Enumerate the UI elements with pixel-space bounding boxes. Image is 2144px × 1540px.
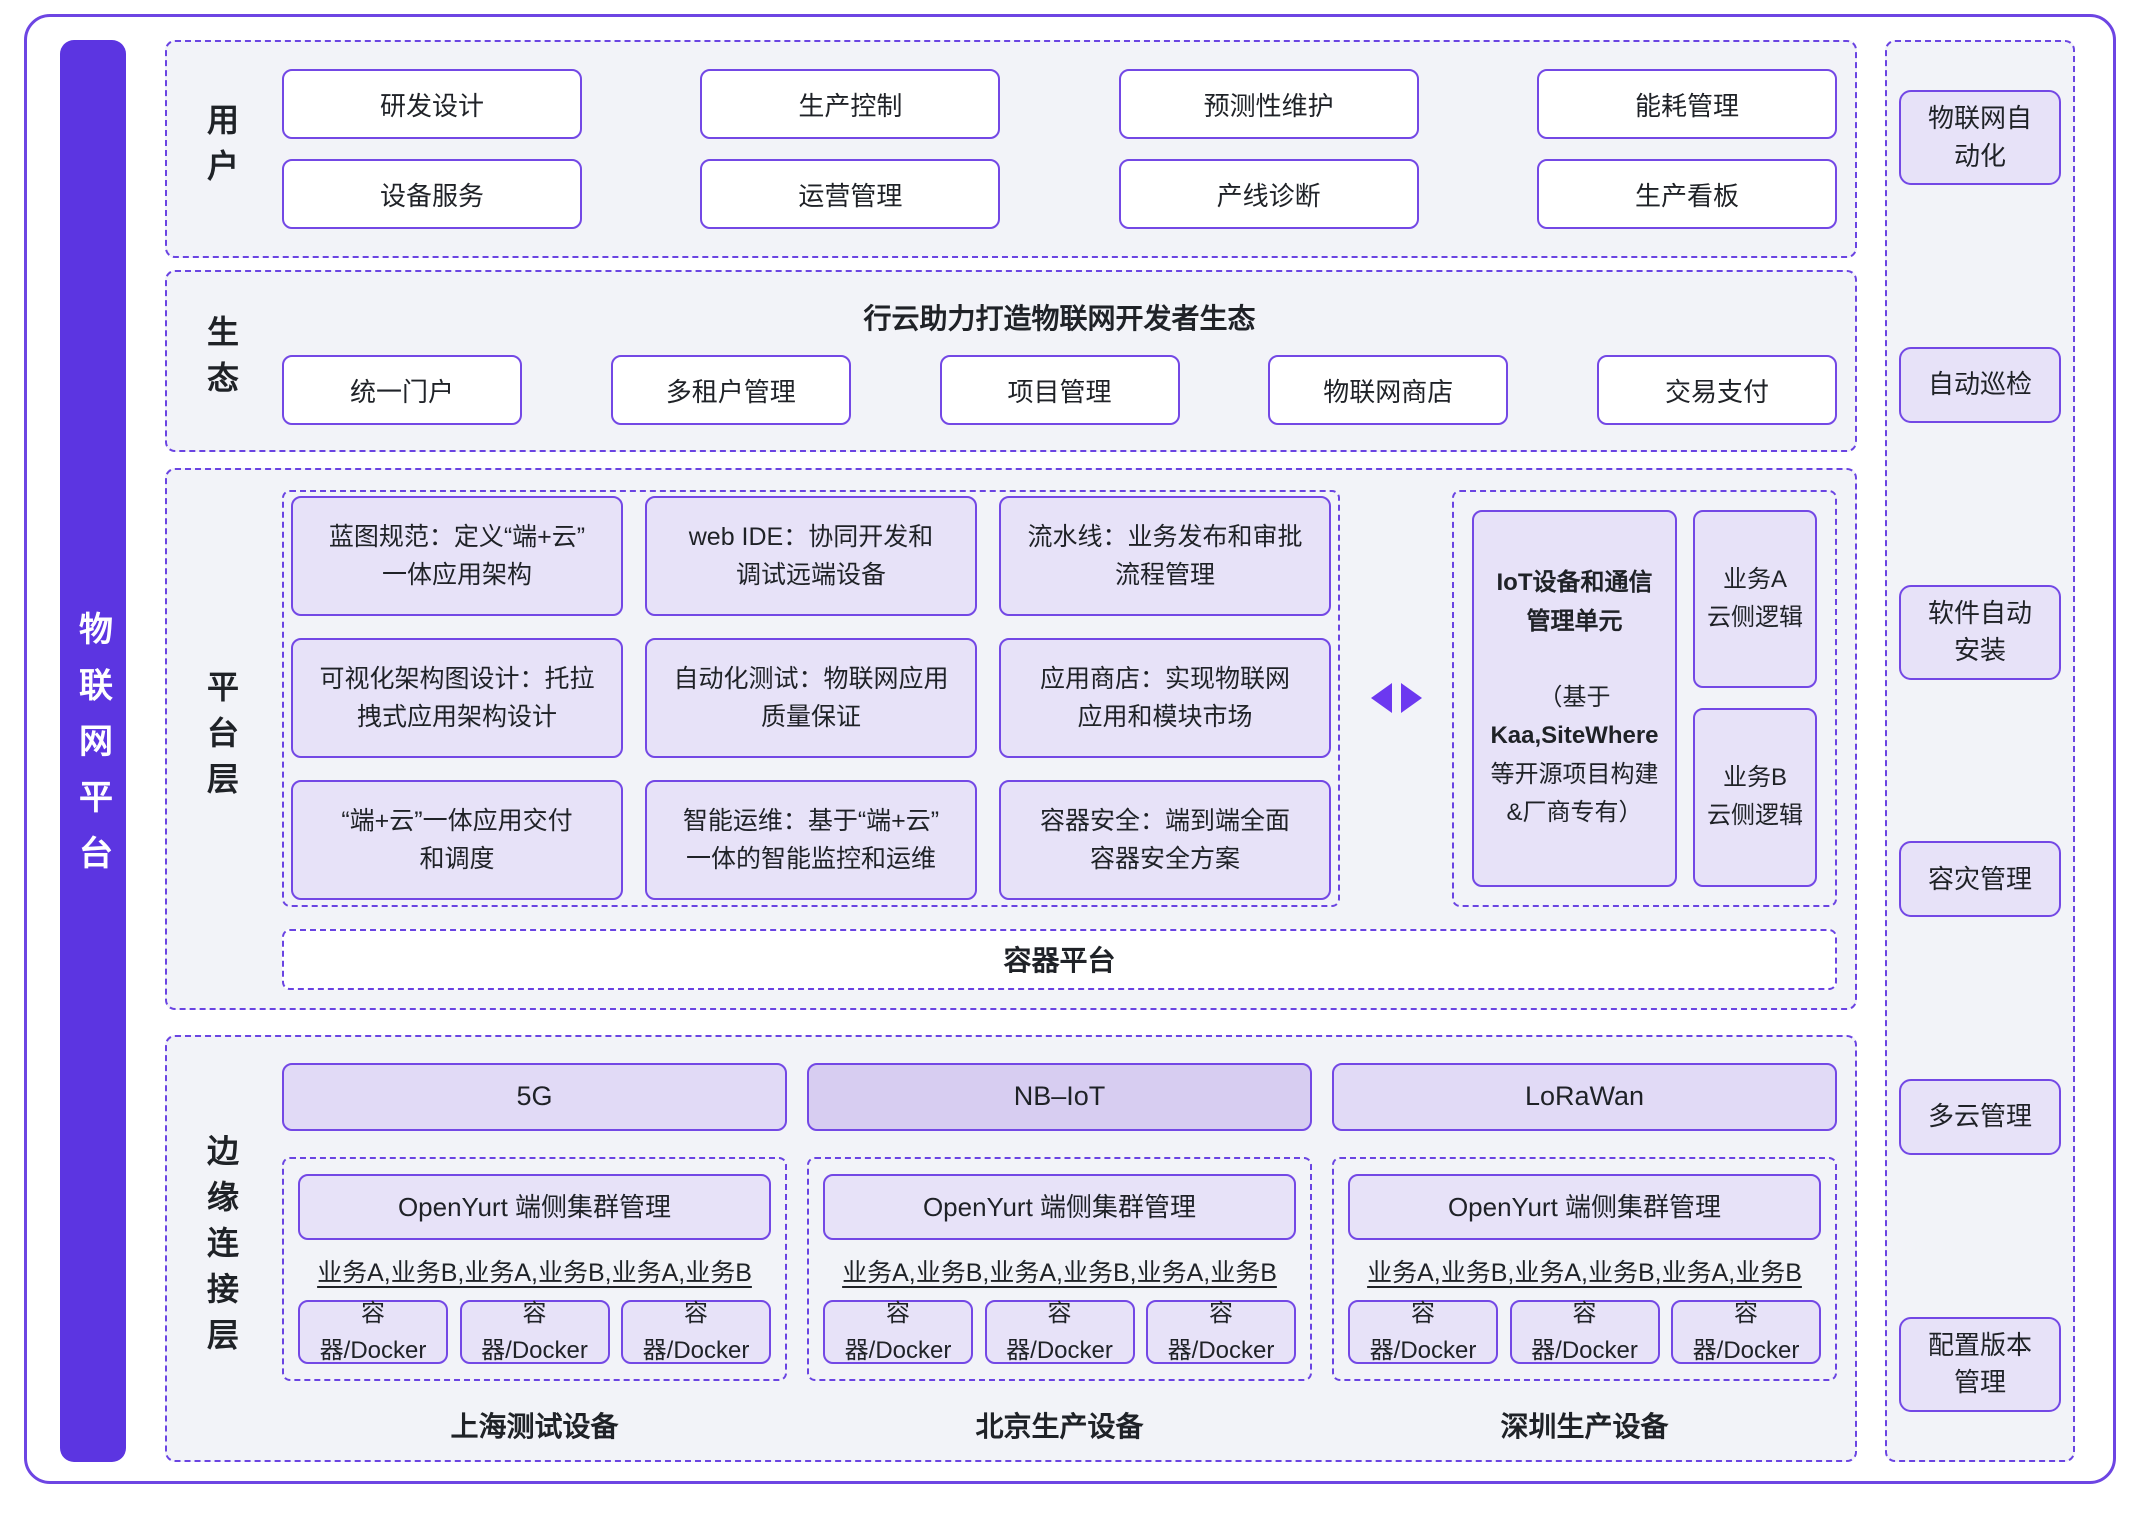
platform-content: 蓝图规范：定义“端+云” 一体应用架构 web IDE：协同开发和 调试远端设备… — [275, 470, 1855, 1008]
iot-unit-subtitle-highlight: Kaa,SiteWhere — [1490, 722, 1659, 750]
iot-unit-subtitle: （基于 Kaa,SiteWhere 等开源项目构建 &厂商专有） — [1490, 679, 1658, 833]
docker-box: 容器/Docker — [1509, 1300, 1660, 1364]
device-label-shanghai: 上海测试设备 — [450, 1411, 619, 1442]
clusters-row: OpenYurt 端侧集群管理 业务A,业务B,业务A,业务B,业务A,业务B … — [282, 1157, 1837, 1381]
user-box-production-dashboard: 生产看板 — [1536, 159, 1837, 229]
iot-unit-subtitle-pre: （基于 — [1538, 683, 1611, 711]
ecosystem-section-label: 生态 — [203, 315, 239, 407]
pbox-intelligent-ops: 智能运维：基于“端+云” 一体的智能监控和运维 — [645, 780, 977, 901]
pbox-visual-architecture: 可视化架构图设计：托拉 拽式应用架构设计 — [291, 638, 623, 759]
sidebar-box-multicloud-management: 多云管理 — [1899, 1079, 2061, 1155]
docker-box: 容器/Docker — [459, 1300, 610, 1364]
openyurt-manager-box: OpenYurt 端侧集群管理 — [298, 1174, 771, 1240]
platform-top-row: 蓝图规范：定义“端+云” 一体应用架构 web IDE：协同开发和 调试远端设备… — [282, 490, 1837, 907]
user-box-production-control: 生产控制 — [700, 69, 1001, 139]
pbox-container-security: 容器安全：端到端全面 容器安全方案 — [999, 780, 1331, 901]
cluster-services-text: 业务A,业务B,业务A,业务B,业务A,业务B — [842, 1259, 1277, 1287]
iot-unit-group: IoT设备和通信 管理单元 （基于 Kaa,SiteWhere 等开源项目构建 … — [1452, 490, 1837, 907]
user-box-device-service: 设备服务 — [282, 159, 582, 229]
pbox-app-store: 应用商店：实现物联网 应用和模块市场 — [999, 638, 1331, 759]
docker-row: 容器/Docker 容器/Docker 容器/Docker — [1348, 1300, 1821, 1364]
protocol-box-5g: 5G — [282, 1063, 787, 1131]
edge-content: 5G NB–IoT LoRaWan OpenYurt 端侧集群管理 业务A,业务… — [275, 1037, 1855, 1460]
protocol-box-nbiot: NB–IoT — [807, 1063, 1312, 1131]
sidebar-box-auto-inspection: 自动巡检 — [1899, 346, 2061, 423]
iot-device-comm-unit: IoT设备和通信 管理单元 （基于 Kaa,SiteWhere 等开源项目构建 … — [1472, 510, 1677, 887]
cloud-logic-a-box: 业务A 云侧逻辑 — [1693, 510, 1817, 689]
ecosystem-section: 生态 行云助力打造物联网开发者生态 统一门户 多租户管理 项目管理 物联网商店 … — [165, 270, 1857, 452]
sidebar-box-config-version-management: 配置版本 管理 — [1899, 1316, 2061, 1412]
iot-unit-subtitle-post: 等开源项目构建 &厂商专有） — [1490, 760, 1659, 827]
platform-section: 平台层 蓝图规范：定义“端+云” 一体应用架构 web IDE：协同开发和 调试… — [165, 468, 1857, 1010]
sidebar-box-iot-automation: 物联网自 动化 — [1899, 90, 2061, 186]
arrow-right-icon — [1400, 683, 1422, 714]
eco-box-iot-store: 物联网商店 — [1268, 355, 1509, 425]
cluster-shenzhen: OpenYurt 端侧集群管理 业务A,业务B,业务A,业务B,业务A,业务B … — [1332, 1157, 1837, 1381]
left-bar-title: 物联网平台 — [73, 611, 112, 891]
device-label-beijing: 北京生产设备 — [975, 1411, 1144, 1442]
edge-section-label: 边缘连接层 — [203, 1133, 239, 1364]
left-platform-bar: 物联网平台 — [60, 40, 126, 1462]
user-box-operation-management: 运营管理 — [700, 159, 1001, 229]
docker-box: 容器/Docker — [621, 1300, 771, 1364]
protocol-row: 5G NB–IoT LoRaWan — [282, 1063, 1837, 1131]
pbox-pipeline: 流水线：业务发布和审批 流程管理 — [999, 496, 1331, 617]
edge-section: 边缘连接层 5G NB–IoT LoRaWan OpenYurt 端侧集群管理 … — [165, 1035, 1857, 1462]
pbox-web-ide: web IDE：协同开发和 调试远端设备 — [645, 496, 977, 617]
openyurt-manager-box: OpenYurt 端侧集群管理 — [823, 1174, 1296, 1240]
arrow-left-icon — [1370, 683, 1392, 714]
ecosystem-title: 行云助力打造物联网开发者生态 — [863, 303, 1256, 334]
ecosystem-content: 行云助力打造物联网开发者生态 统一门户 多租户管理 项目管理 物联网商店 交易支… — [275, 272, 1855, 450]
eco-box-project-management: 项目管理 — [939, 355, 1180, 425]
pbox-auto-test: 自动化测试：物联网应用 质量保证 — [645, 638, 977, 759]
user-box-energy-management: 能耗管理 — [1536, 69, 1837, 139]
user-grid: 研发设计 生产控制 预测性维护 能耗管理 设备服务 运营管理 产线诊断 生产看板 — [275, 42, 1855, 256]
container-platform-bar: 容器平台 — [282, 928, 1837, 990]
device-label-shenzhen: 深圳生产设备 — [1500, 1411, 1669, 1442]
docker-row: 容器/Docker 容器/Docker 容器/Docker — [298, 1300, 771, 1364]
docker-box: 容器/Docker — [1348, 1300, 1498, 1364]
docker-box: 容器/Docker — [1146, 1300, 1296, 1364]
cloud-logic-b-box: 业务B 云侧逻辑 — [1693, 708, 1817, 887]
eco-box-payment: 交易支付 — [1597, 355, 1837, 425]
pbox-app-delivery: “端+云”一体应用交付 和调度 — [291, 780, 623, 901]
cluster-beijing: OpenYurt 端侧集群管理 业务A,业务B,业务A,业务B,业务A,业务B … — [807, 1157, 1312, 1381]
eco-box-multitenant: 多租户管理 — [610, 355, 851, 425]
device-labels-row: 上海测试设备 北京生产设备 深圳生产设备 — [282, 1405, 1837, 1445]
user-box-line-diagnosis: 产线诊断 — [1118, 159, 1419, 229]
docker-row: 容器/Docker 容器/Docker 容器/Docker — [823, 1300, 1296, 1364]
protocol-box-lorawan: LoRaWan — [1332, 1063, 1837, 1131]
pbox-blueprint-spec: 蓝图规范：定义“端+云” 一体应用架构 — [291, 496, 623, 617]
user-section-label: 用户 — [203, 103, 239, 195]
ecosystem-row: 统一门户 多租户管理 项目管理 物联网商店 交易支付 — [282, 355, 1837, 425]
user-box-predictive-maintenance: 预测性维护 — [1118, 69, 1419, 139]
user-box-rnd-design: 研发设计 — [282, 69, 582, 139]
bidirectional-arrow — [1340, 490, 1452, 907]
platform-capability-group: 蓝图规范：定义“端+云” 一体应用架构 web IDE：协同开发和 调试远端设备… — [282, 490, 1340, 907]
sidebar-box-software-auto-install: 软件自动 安装 — [1899, 584, 2061, 680]
openyurt-manager-box: OpenYurt 端侧集群管理 — [1348, 1174, 1821, 1240]
right-sidebar: 物联网自 动化 自动巡检 软件自动 安装 容灾管理 多云管理 配置版本 管理 — [1885, 40, 2075, 1462]
iot-unit-title: IoT设备和通信 管理单元 — [1496, 569, 1653, 635]
user-section: 用户 研发设计 生产控制 预测性维护 能耗管理 设备服务 运营管理 产线诊断 生… — [165, 40, 1857, 258]
cluster-services-text: 业务A,业务B,业务A,业务B,业务A,业务B — [317, 1259, 752, 1287]
cluster-shanghai: OpenYurt 端侧集群管理 业务A,业务B,业务A,业务B,业务A,业务B … — [282, 1157, 787, 1381]
docker-box: 容器/Docker — [823, 1300, 973, 1364]
platform-section-label: 平台层 — [203, 670, 239, 808]
docker-box: 容器/Docker — [1671, 1300, 1821, 1364]
docker-box: 容器/Docker — [298, 1300, 448, 1364]
eco-box-unified-portal: 统一门户 — [282, 355, 522, 425]
cloud-logic-column: 业务A 云侧逻辑 业务B 云侧逻辑 — [1693, 510, 1817, 887]
docker-box: 容器/Docker — [984, 1300, 1135, 1364]
sidebar-box-disaster-recovery: 容灾管理 — [1899, 841, 2061, 918]
cluster-services-text: 业务A,业务B,业务A,业务B,业务A,业务B — [1367, 1259, 1802, 1287]
